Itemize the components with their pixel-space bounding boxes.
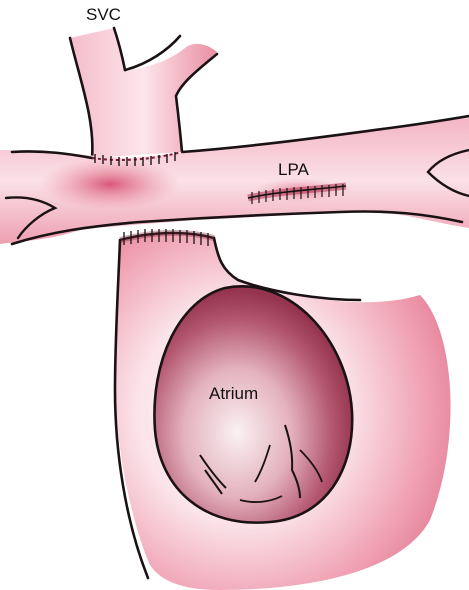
- atrium-label: Atrium: [209, 385, 258, 402]
- lpa-vessel: [0, 116, 469, 244]
- svc-vessel: [70, 28, 217, 158]
- lpa-label: LPA: [278, 161, 309, 178]
- atrium: [115, 233, 451, 590]
- svc-label: SVC: [86, 6, 121, 23]
